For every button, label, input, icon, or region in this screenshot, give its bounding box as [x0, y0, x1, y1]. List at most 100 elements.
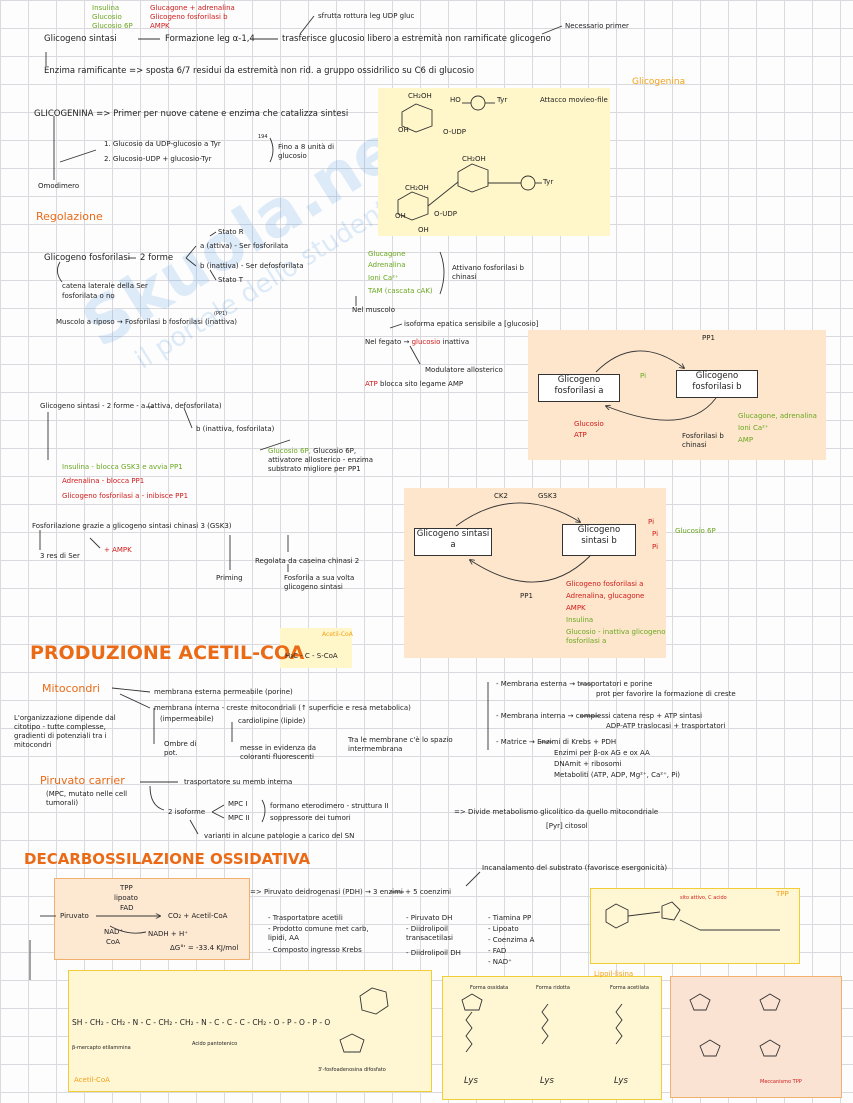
- glicogenina-structure-highlight: [378, 88, 610, 236]
- sintesi-line1-a: Glicogeno sintasi: [44, 34, 117, 44]
- regolazione-title: Regolazione: [36, 210, 103, 223]
- sintesi-line1-right: Necessario primer: [565, 22, 629, 30]
- mpc2: MPC II: [228, 814, 250, 822]
- decarb-title: DECARBOSSILAZIONE OSSIDATIVA: [24, 850, 311, 868]
- stato-t: Stato T: [218, 276, 244, 284]
- lys-1: Lys: [540, 1076, 554, 1086]
- glicogenina-dimer: Omodimero: [38, 182, 80, 190]
- cycle1-left-box: Glicogeno fosforilasi a: [538, 374, 620, 402]
- fegato: Nel fegato → glucosio inattiva: [365, 338, 470, 346]
- decarb-coenz-0: - Tiamina PP: [488, 914, 532, 922]
- decarb-coenz-3: - FAD: [488, 947, 507, 955]
- sintasi-fosforilasi: Glicogeno fosforilasi a - inibisce PP1: [62, 492, 189, 500]
- lip-form-2: Forma acetilata: [610, 985, 649, 991]
- lip-form-1: Forma ridotta: [536, 985, 570, 991]
- decarb-coenz-4: - NAD⁺: [488, 958, 512, 966]
- ombre: Ombre di pot.: [164, 740, 197, 757]
- glicogenina-legame: Attacco movieo-file: [540, 96, 608, 104]
- cycle2-highlight: [404, 488, 666, 658]
- cycle1-inhib-0: Glucosio: [574, 420, 604, 428]
- cycle2-p3: Pi: [652, 543, 659, 551]
- imperm: (impermeabile): [160, 715, 214, 723]
- forma-b: b (inattiva) - Ser defosforilata: [200, 262, 304, 270]
- decarb-pdh: => Piruvato deidrogenasi (PDH) → 3 enzim…: [250, 888, 452, 896]
- carrier-t: trasportatore su memb interna: [184, 778, 293, 786]
- sintesi-line2: Enzima ramificante => sposta 6/7 residui…: [44, 66, 475, 76]
- attivano: Attivano fosforilasi b chinasi: [452, 264, 524, 281]
- sintasi-line: Glicogeno sintasi - 2 forme - a (attiva,…: [40, 402, 222, 410]
- cycle1-pp1: PP1: [702, 334, 715, 342]
- cycle2-p2: Pi: [652, 530, 659, 538]
- formano: formano eterodimero - struttura II: [270, 802, 389, 810]
- decarb-f3: - Composto ingresso Krebs: [268, 946, 362, 954]
- mech-label: Meccanismo TPP: [760, 1079, 802, 1085]
- sintesi-line1-c: trasferisce glucosio libero a estremità …: [282, 34, 551, 44]
- glicogenina-label: Glicogenina: [632, 77, 686, 87]
- r-mat: - Matrice → Enzimi di Krebs + PDH: [496, 738, 617, 746]
- reg-glucosio6p: Glucosio 6P: [92, 22, 133, 30]
- lys-0: Lys: [464, 1076, 478, 1086]
- struct-udp-2: O-UDP: [434, 210, 457, 218]
- decarb-enz-0: - Piruvato DH: [406, 914, 453, 922]
- r-est: - Membrana esterna → trasportatori e por…: [496, 680, 653, 688]
- carrier-title: Piruvato carrier: [40, 774, 125, 787]
- pp1-small: (PP1): [214, 311, 228, 317]
- struct-oh-3: OH: [418, 226, 429, 234]
- glicogenina-brace: Fino a 8 unità di glucosio: [278, 143, 335, 160]
- cycle1-activ-2: AMP: [738, 436, 754, 444]
- cycle2-left-box: Glicogeno sintasi a: [414, 528, 492, 556]
- fegato-iso: isoforma epatica sensibile a [glucosio]: [404, 320, 539, 328]
- attivano-3: TAM (cascata cAK): [368, 287, 433, 295]
- decarb-fad: FAD: [120, 904, 134, 912]
- divide: => Divide metabolismo glicolitico da que…: [454, 808, 659, 816]
- decarb-enz-2: - Diidrolipoil DH: [406, 949, 461, 957]
- cycle2-red-1: Adrenalina, glucagone: [566, 592, 645, 600]
- sintasi-cas: Regolata da caseina chinasi 2: [255, 557, 360, 565]
- lys-2: Lys: [614, 1076, 628, 1086]
- attivano-2: Ioni Ca²⁺: [368, 274, 399, 282]
- struct-ch2oh-1: CH₂OH: [408, 92, 432, 100]
- isoforme: 2 isoforme: [168, 808, 206, 816]
- acetilcoa-b2: Acido pantotenico: [192, 1041, 238, 1047]
- atp: ATP blocca sito legame AMP: [365, 380, 464, 388]
- cycle1-inhib-1: ATP: [574, 431, 587, 439]
- acetilcoa-struct-highlight: [280, 628, 352, 668]
- struct-oh-1: OH: [398, 126, 409, 134]
- decarb-piruvato: Piruvato: [60, 912, 89, 920]
- sintasi-b: b (inattiva, fosforilata): [196, 425, 275, 433]
- mitocondri-title: Mitocondri: [42, 682, 100, 695]
- sintasi-adrenalina: Adrenalina - blocca PP1: [62, 477, 145, 485]
- tpp-box-label: TPP: [776, 890, 789, 898]
- decarb-lipoato: lipoato: [114, 894, 138, 902]
- lipoil-box: [442, 976, 662, 1100]
- muscolo: Muscolo a riposo → Fosforilasi b fosfori…: [56, 318, 238, 326]
- cycle2-green-0: Insulina: [566, 616, 594, 624]
- r-mat4: Metaboliti (ATP, ADP, Mg²⁺, Ca²⁺, Pi): [554, 771, 680, 779]
- decarb-incan: Incanalamento del substrato (favorisce e…: [482, 864, 668, 872]
- decarb-prod: CO₂ + Acetil-CoA: [168, 912, 228, 920]
- sintasi-ampk: + AMPK: [104, 546, 132, 554]
- cycle2-pp1: PP1: [520, 592, 533, 600]
- lipoil-label: Lipoil-lisina: [594, 970, 634, 978]
- sintasi-res: 3 res di Ser: [40, 552, 80, 560]
- struct-oh-2: OH: [395, 212, 406, 220]
- decarb-f1: - Trasportatore acetili: [268, 914, 343, 922]
- acetil-title: PRODUZIONE ACETIL-COA: [30, 642, 305, 664]
- struct-tyr-2: Tyr: [543, 178, 554, 186]
- reg-fosforilasi: Glicogeno fosforilasi b: [150, 13, 228, 21]
- reg-insulina: Insulina: [92, 4, 120, 12]
- cycle2-red-2: AMPK: [566, 604, 586, 612]
- cycle2-red-0: Glicogeno fosforilasi a: [566, 580, 644, 588]
- r-int2: ADP-ATP traslocasi + trasportatori: [606, 722, 726, 730]
- cycle1-chinasi: Fosforilasi b chinasi: [682, 432, 724, 449]
- sintasi-fosforila: Fosforila a sua volta glicogeno sintasi: [284, 574, 355, 591]
- mech-box: [670, 976, 842, 1098]
- sintesi-top-note: sfrutta rottura leg UDP gluc: [318, 12, 415, 20]
- attivano-0: Glucagone: [368, 250, 406, 258]
- struct-ch2oh-2: CH₂OH: [462, 155, 486, 163]
- memb-int: membrana interna - creste mitocondriali …: [154, 704, 411, 712]
- decarb-coenz-1: - Lipoato: [488, 925, 519, 933]
- sintesi-line1-b: Formazione leg α-1,4: [165, 34, 255, 44]
- decarb-reaction-box: [54, 878, 250, 960]
- acetilcoa-box-label: Acetil-CoA: [74, 1076, 110, 1084]
